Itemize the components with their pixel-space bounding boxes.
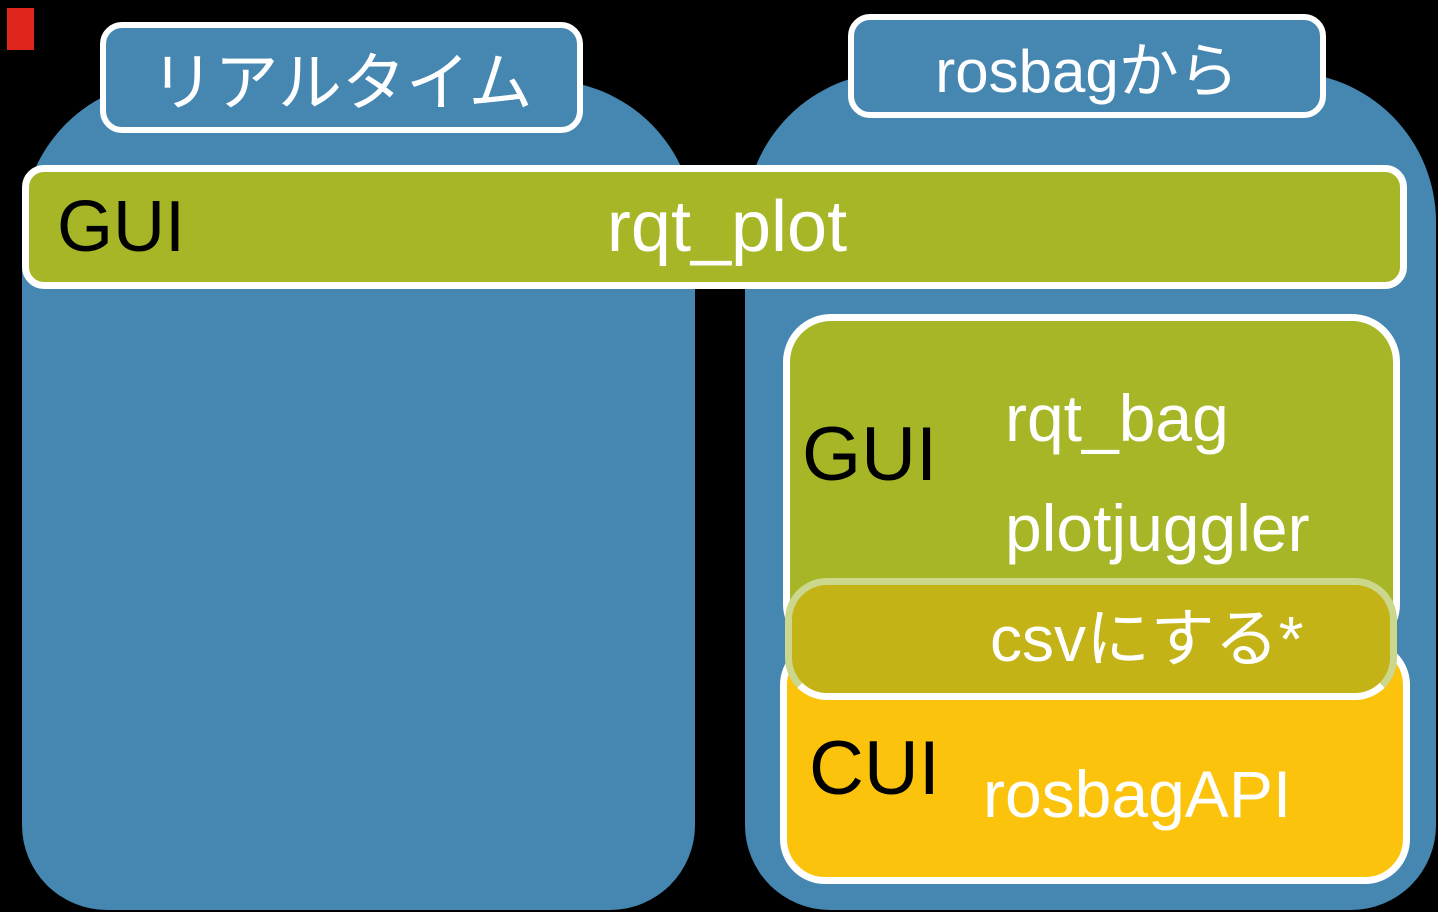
csv-bar: csvにする*: [785, 578, 1397, 700]
rqt-plot-label: rqt_plot: [606, 187, 848, 267]
badge-rosbag-label: rosbagから: [935, 37, 1239, 105]
badge-rosbag: rosbagから: [848, 14, 1326, 118]
rqt-bag-tool-list: rqt_bag plotjuggler: [1005, 363, 1310, 583]
rosbag-api-label: rosbagAPI: [983, 757, 1292, 831]
badge-realtime-label: リアルタイム: [150, 46, 533, 119]
red-marker: [7, 8, 34, 50]
cui-box-label: CUI: [809, 726, 940, 811]
badge-realtime: リアルタイム: [100, 22, 583, 133]
plotjuggler-tool-label: plotjuggler: [1005, 491, 1310, 565]
rqt-plot-bar: GUI rqt_plot: [22, 165, 1407, 289]
gui-bar-label: GUI: [57, 187, 186, 267]
rqt-bag-box-label: GUI: [802, 412, 938, 497]
rqt-bag-tool-label: rqt_bag: [1005, 381, 1229, 455]
csv-bar-label: csvにする*: [990, 603, 1304, 675]
